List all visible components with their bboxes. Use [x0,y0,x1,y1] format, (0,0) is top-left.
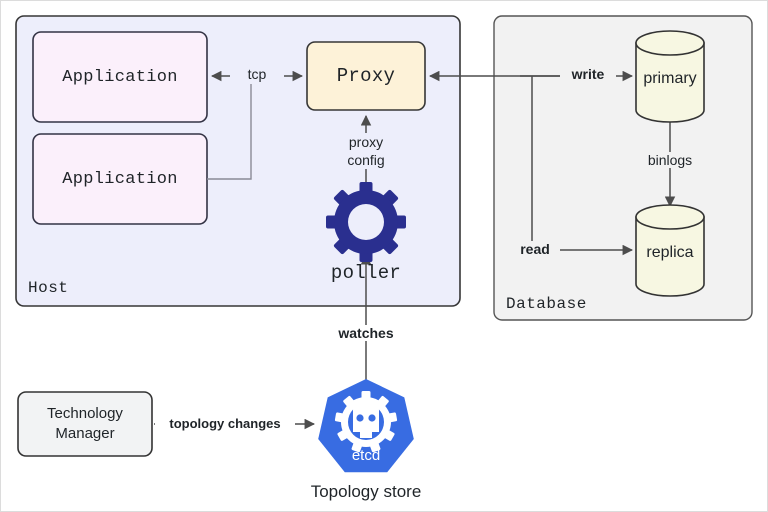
edge-label-proxy-config-line1: proxy [348,134,384,150]
etcd-logo-icon[interactable] [318,379,414,473]
application-top-label: Application [62,67,178,87]
application-top-box[interactable] [32,31,208,123]
edge-label-proxy-config: proxy config [331,133,401,170]
edge-label-read: read [510,241,560,257]
replica-label: replica [646,244,694,261]
primary-label: primary [643,70,697,87]
host-container-label: Host [28,279,69,297]
technology-manager-line2: Manager [55,425,115,442]
edge-label-binlogs: binlogs [638,152,702,168]
edge-label-proxy-config-line2: config [347,152,385,169]
edge-label-write: write [560,66,616,82]
proxy-label: Proxy [336,65,396,87]
application-bottom-label: Application [62,169,178,189]
technology-manager-label: Technology Manager [18,392,152,456]
technology-manager-line1: Technology [47,404,123,422]
primary-cylinder[interactable] [635,30,705,123]
gear-icon [326,182,406,262]
edge-app-bottom-tcp [207,84,252,180]
proxy-box[interactable] [306,41,426,111]
edge-label-tcp: tcp [230,66,284,82]
edge-label-topology-changes: topology changes [155,416,295,431]
database-container-label: Database [506,295,587,313]
topology-store-caption: Topology store [310,482,422,501]
replica-cylinder[interactable] [635,204,705,297]
technology-manager-box[interactable] [17,391,153,457]
poller-label: poller [330,262,402,284]
etcd-badge-label: etcd [351,447,381,464]
edge-label-watches: watches [330,325,402,341]
